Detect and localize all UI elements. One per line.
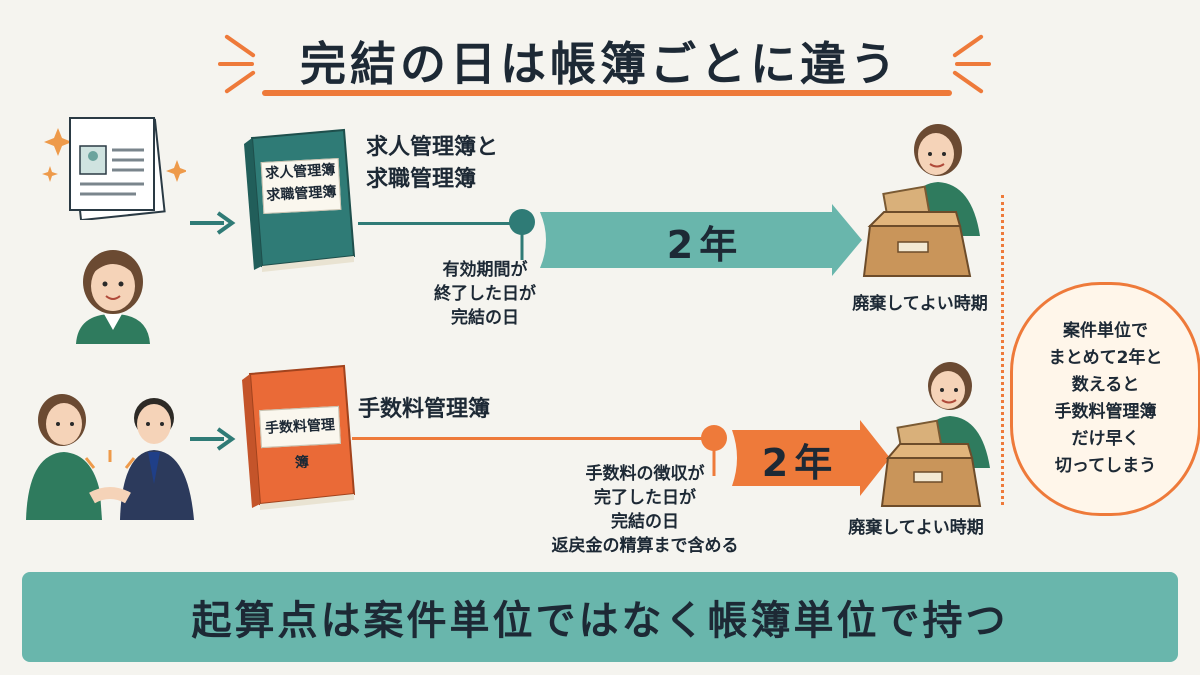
row2-disposal-label: 廃棄してよい時期 [848, 518, 984, 538]
spark-decoration [218, 62, 254, 66]
note-line: 返戻金の精算まで含める [551, 536, 739, 556]
conclusion-banner: 起算点は案件単位ではなく帳簿単位で持つ [22, 572, 1178, 662]
handshake-people-icon [26, 394, 194, 520]
warning-speech-bubble: 案件単位で まとめて2年と 数えると 手数料管理簿 だけ早く 切ってしまう [1010, 282, 1200, 516]
row1-book-name: 求人管理簿と 求職管理簿 [366, 132, 498, 196]
bubble-line: だけ早く [1071, 429, 1140, 449]
row1-disposal-label: 廃棄してよい時期 [852, 294, 988, 314]
row1-timeline-line [358, 222, 516, 225]
bubble-line: 手数料管理簿 [1054, 402, 1157, 422]
row1-archive-worker-icon [862, 124, 980, 277]
row2-completion-note: 手数料の徴収が 完了した日が 完結の日 返戻金の精算まで含める [520, 462, 770, 558]
title-underline [262, 90, 952, 96]
row2-timeline-line [352, 437, 702, 440]
arrow-right-icon [190, 211, 236, 235]
note-line: 完結の日 [451, 308, 519, 328]
applicant-person-icon [76, 250, 150, 344]
note-line: 手数料の徴収が [585, 464, 705, 484]
bubble-text: 案件単位で まとめて2年と 数えると 手数料管理簿 だけ早く 切ってしまう [1049, 318, 1163, 480]
note-line: 有効期間が [442, 260, 528, 280]
conclusion-text: 起算点は案件単位ではなく帳簿単位で持つ [191, 598, 1009, 644]
row2-period-label: 2年 [761, 441, 839, 485]
teal-book-label: 求人管理簿 求職管理簿 [260, 157, 342, 215]
bubble-line: 数えると [1071, 375, 1140, 395]
connector-dotted-line [1001, 195, 1004, 505]
job-document-icon [42, 117, 186, 220]
page-title: 完結の日は帳簿ごとに違う [300, 37, 900, 91]
row2-retention-bar [732, 420, 890, 496]
row1-book-name-line: 求職管理簿 [366, 167, 477, 192]
row1-retention-bar [540, 204, 862, 276]
row1-completion-pin [509, 209, 535, 260]
row2-completion-pin [701, 425, 727, 476]
bubble-line: まとめて2年と [1048, 348, 1163, 368]
bubble-line: 案件単位で [1063, 321, 1148, 341]
row1-book-name-line: 求人管理簿と [366, 135, 499, 160]
row2-archive-worker-icon [880, 362, 990, 507]
arrow-right-icon [190, 427, 236, 451]
note-line: 終了した日が [434, 284, 536, 304]
book-label-line: 求職管理簿 [266, 184, 337, 204]
row2-book-name: 手数料管理簿 [358, 397, 491, 422]
row1-completion-note: 有効期間が 終了した日が 完結の日 [400, 258, 570, 330]
note-line: 完結の日 [611, 512, 679, 532]
note-line: 完了した日が [594, 488, 696, 508]
row1-period-label: 2年 [666, 223, 744, 267]
orange-book-label: 手数料管理簿 [259, 405, 341, 471]
spark-decoration [955, 62, 991, 66]
bubble-line: 切ってしまう [1054, 456, 1157, 476]
